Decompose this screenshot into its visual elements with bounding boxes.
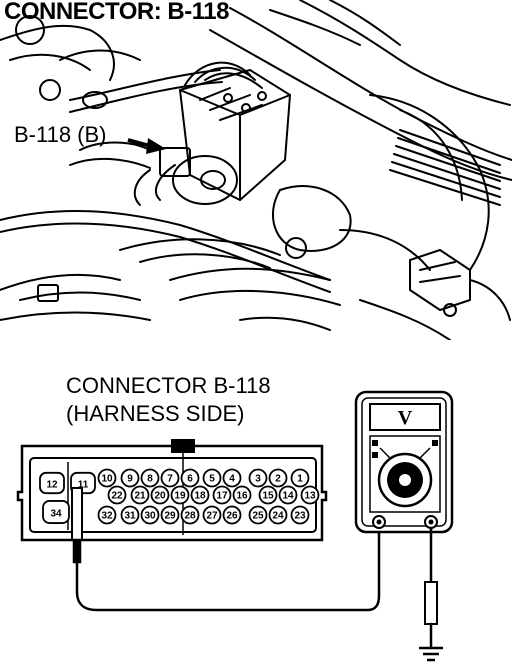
pin-17: 17 xyxy=(212,485,232,505)
pin-4-label: 4 xyxy=(229,474,235,485)
probe-lead-negative xyxy=(71,487,381,612)
pin-21: 21 xyxy=(130,485,150,505)
engine-bay-illustration xyxy=(0,0,512,340)
pin-21-label: 21 xyxy=(134,491,146,502)
pin-8: 8 xyxy=(140,468,160,488)
pin-8-label: 8 xyxy=(147,474,153,485)
pin-1-label: 1 xyxy=(297,474,303,485)
pin-15: 15 xyxy=(258,485,278,505)
pin-5: 5 xyxy=(202,468,222,488)
meter-display: V xyxy=(398,407,413,429)
pin-19-label: 19 xyxy=(174,491,186,502)
pin-26: 26 xyxy=(222,505,242,525)
pin-13-label: 13 xyxy=(304,491,316,502)
pin-30: 30 xyxy=(140,505,160,525)
connector-title-line2: (HARNESS SIDE) xyxy=(66,401,245,426)
pin-18: 18 xyxy=(190,485,210,505)
pin-20: 20 xyxy=(150,485,170,505)
pin-10: 10 xyxy=(97,468,117,488)
pin-22-label: 22 xyxy=(111,491,123,502)
pin-15-label: 15 xyxy=(262,491,274,502)
pin-18-label: 18 xyxy=(194,491,206,502)
pin-30-label: 30 xyxy=(144,511,156,522)
pin-32: 32 xyxy=(97,505,117,525)
pin-31-label: 31 xyxy=(124,511,136,522)
pin-5-label: 5 xyxy=(209,474,215,485)
connector-title-line1: CONNECTOR B-118 xyxy=(66,373,271,398)
pin-9-label: 9 xyxy=(127,474,133,485)
pin-31: 31 xyxy=(120,505,140,525)
pin-11-label: 11 xyxy=(78,479,89,490)
pin-4: 4 xyxy=(222,468,242,488)
pin-14-label: 14 xyxy=(282,491,294,502)
pin-3-label: 3 xyxy=(255,474,261,485)
pin-28-label: 28 xyxy=(184,511,196,522)
pin-29: 29 xyxy=(160,505,180,525)
pin-7: 7 xyxy=(160,468,180,488)
pin-16-label: 16 xyxy=(236,491,248,502)
pin-6: 6 xyxy=(180,468,200,488)
pin-23: 23 xyxy=(290,505,310,525)
pin-27: 27 xyxy=(202,505,222,525)
ground-symbol-icon xyxy=(419,646,443,662)
pin-24: 24 xyxy=(268,505,288,525)
pin-22: 22 xyxy=(107,485,127,505)
pin-26-label: 26 xyxy=(226,511,238,522)
pin-25: 25 xyxy=(248,505,268,525)
photo-title: CONNECTOR: B-118 xyxy=(4,0,229,25)
pin-34-label: 34 xyxy=(50,508,62,519)
pin-25-label: 25 xyxy=(252,511,264,522)
pin-34: 34 xyxy=(42,500,70,524)
pin-17-label: 17 xyxy=(216,491,228,502)
pin-6-label: 6 xyxy=(187,474,193,485)
pin-14: 14 xyxy=(278,485,298,505)
pin-2-label: 2 xyxy=(275,474,281,485)
pin-16: 16 xyxy=(232,485,252,505)
pin-19: 19 xyxy=(170,485,190,505)
pin-12-label: 12 xyxy=(46,479,58,490)
callout-arrow xyxy=(127,138,166,154)
pin-10-label: 10 xyxy=(101,474,113,485)
pin-1: 1 xyxy=(290,468,310,488)
pin-28: 28 xyxy=(180,505,200,525)
pin-23-label: 23 xyxy=(294,511,306,522)
pin-7-label: 7 xyxy=(167,474,173,485)
connector-title: CONNECTOR B-118 (HARNESS SIDE) xyxy=(66,372,271,428)
pin-29-label: 29 xyxy=(164,511,176,522)
pin-20-label: 20 xyxy=(154,491,166,502)
pin-27-label: 27 xyxy=(206,511,218,522)
pin-12: 12 xyxy=(39,471,65,495)
pin-13: 13 xyxy=(300,485,320,505)
probe-lead-positive xyxy=(424,526,438,650)
pin-32-label: 32 xyxy=(101,511,113,522)
pin-9: 9 xyxy=(120,468,140,488)
pin-24-label: 24 xyxy=(272,511,284,522)
multimeter: V xyxy=(354,390,454,534)
callout-label: B-118 (B) xyxy=(14,122,107,147)
pin-2: 2 xyxy=(268,468,288,488)
pin-3: 3 xyxy=(248,468,268,488)
